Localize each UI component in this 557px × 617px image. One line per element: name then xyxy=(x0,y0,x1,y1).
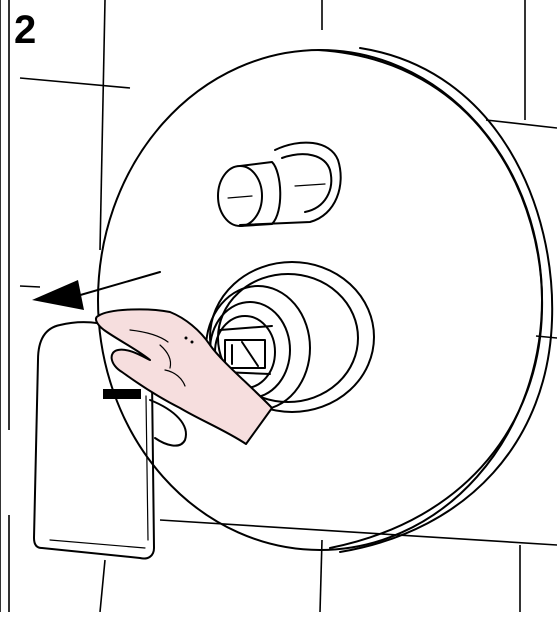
cover-plate xyxy=(97,47,554,553)
logo-plate xyxy=(103,389,141,399)
diverter-knob xyxy=(217,141,342,227)
removal-arrow-icon xyxy=(32,271,161,310)
step-number: 2 xyxy=(14,8,37,52)
hand-icon xyxy=(95,308,273,445)
